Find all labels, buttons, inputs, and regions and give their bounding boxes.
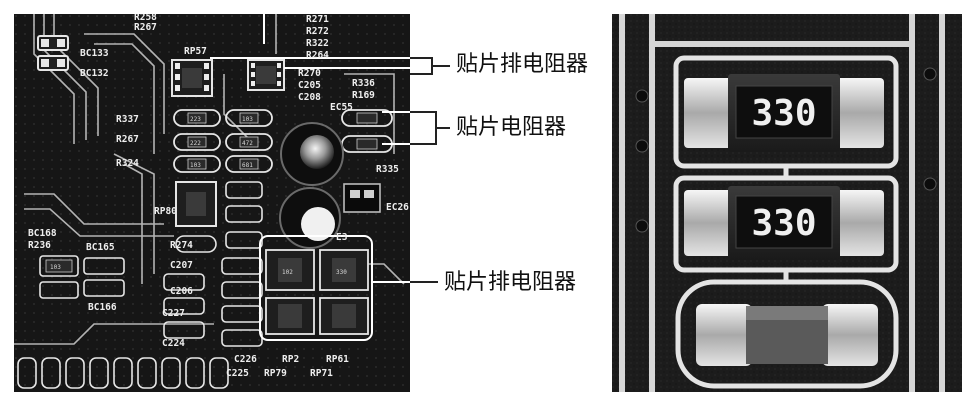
label-c205: C205	[298, 80, 321, 91]
label-r272: R272	[306, 26, 329, 37]
label-rp2: RP2	[282, 354, 299, 365]
callout-pointers-photo	[210, 14, 410, 283]
highlight-frames	[259, 235, 373, 341]
edge-pads-bottom	[17, 357, 229, 389]
code-r1: 223	[190, 116, 201, 123]
label-rp57: RP57	[184, 46, 207, 57]
bracket-top	[410, 57, 433, 75]
bracket-middle	[410, 111, 437, 145]
code-r3: 222	[190, 140, 201, 147]
resistor-network-r270	[247, 59, 285, 91]
resistor-network-rp57	[171, 59, 213, 97]
label-r336: R336	[352, 78, 375, 89]
chip-resistor-closeup-photo: 330 330	[612, 14, 962, 392]
label-c226: C226	[234, 354, 257, 365]
label-rp61: RP61	[326, 354, 349, 365]
resistor-network-group-bottom	[265, 249, 369, 335]
closeup-drawing: 330 330	[612, 14, 962, 392]
callout-middle-chip-resistor: 贴片电阻器	[456, 115, 567, 140]
label-c224: C224	[162, 338, 185, 349]
label-c206: C206	[170, 286, 193, 297]
label-r335: R335	[376, 164, 399, 175]
code-rp-a: 102	[282, 269, 293, 276]
label-r271: R271	[306, 14, 329, 25]
highlight-frame-bottom-networks	[259, 235, 373, 341]
bc-capacitor-group	[37, 35, 69, 71]
vias	[635, 67, 937, 233]
capacitor-column-bottom	[163, 257, 263, 347]
electrolytic-capacitor-ec26	[279, 187, 341, 249]
label-r236: R236	[28, 240, 51, 251]
label-r264: R264	[306, 50, 329, 61]
pad-outlines	[673, 55, 899, 389]
resistor-top-code: 330	[751, 93, 816, 134]
label-r270: R270	[298, 68, 321, 79]
code-bc: 103	[50, 264, 61, 271]
chip-capacitor-bottom	[696, 304, 878, 366]
transistor-package	[343, 183, 381, 213]
label-rp80: RP80	[154, 206, 177, 217]
code-rp-b: 330	[336, 269, 347, 276]
label-r169: R169	[352, 90, 375, 101]
chip-resistor-column	[173, 109, 273, 173]
label-bc166: BC166	[88, 302, 117, 313]
callout-connectors	[410, 57, 450, 283]
label-bc133: BC133	[80, 48, 109, 59]
label-c208: C208	[298, 92, 321, 103]
label-ec26: EC26	[386, 202, 409, 213]
code-r4: 472	[242, 140, 253, 147]
chip-resistor-middle: 330	[684, 186, 884, 260]
pcb-overview-drawing: R258 R267 BC133 BC132 RP57 R271 R272 R32…	[14, 14, 410, 392]
label-c207: C207	[170, 260, 193, 271]
electrolytic-capacitor-ec55	[280, 122, 344, 186]
bc-capacitor-group-left	[39, 255, 125, 299]
label-r274: R274	[170, 240, 193, 251]
pcb-overview-photo: R258 R267 BC133 BC132 RP57 R271 R272 R32…	[14, 14, 410, 392]
label-rp79: RP79	[264, 368, 287, 379]
code-r6: 681	[242, 162, 253, 169]
label-r324: R324	[116, 158, 139, 169]
code-r2: 103	[242, 116, 253, 123]
label-c227: C227	[162, 308, 185, 319]
label-r337: R337	[116, 114, 139, 125]
label-bc132: BC132	[80, 68, 109, 79]
label-ec55: EC55	[330, 102, 353, 113]
chip-resistor-top: 330	[684, 74, 884, 152]
label-bc168: BC168	[28, 228, 57, 239]
label-rp71: RP71	[310, 368, 333, 379]
label-r267: R267	[134, 22, 157, 33]
callout-top-resistor-network: 贴片排电阻器	[456, 52, 589, 77]
label-c225: C225	[226, 368, 249, 379]
code-r5: 103	[190, 162, 201, 169]
resistor-middle-code: 330	[751, 203, 816, 244]
label-r267b: R267	[116, 134, 139, 145]
closeup-traces	[619, 14, 945, 392]
label-ec3: E3	[336, 232, 348, 243]
label-bc165: BC165	[86, 242, 115, 253]
label-r322: R322	[306, 38, 329, 49]
label-r258: R258	[134, 14, 157, 23]
callout-bottom-resistor-network: 贴片排电阻器	[444, 270, 577, 295]
